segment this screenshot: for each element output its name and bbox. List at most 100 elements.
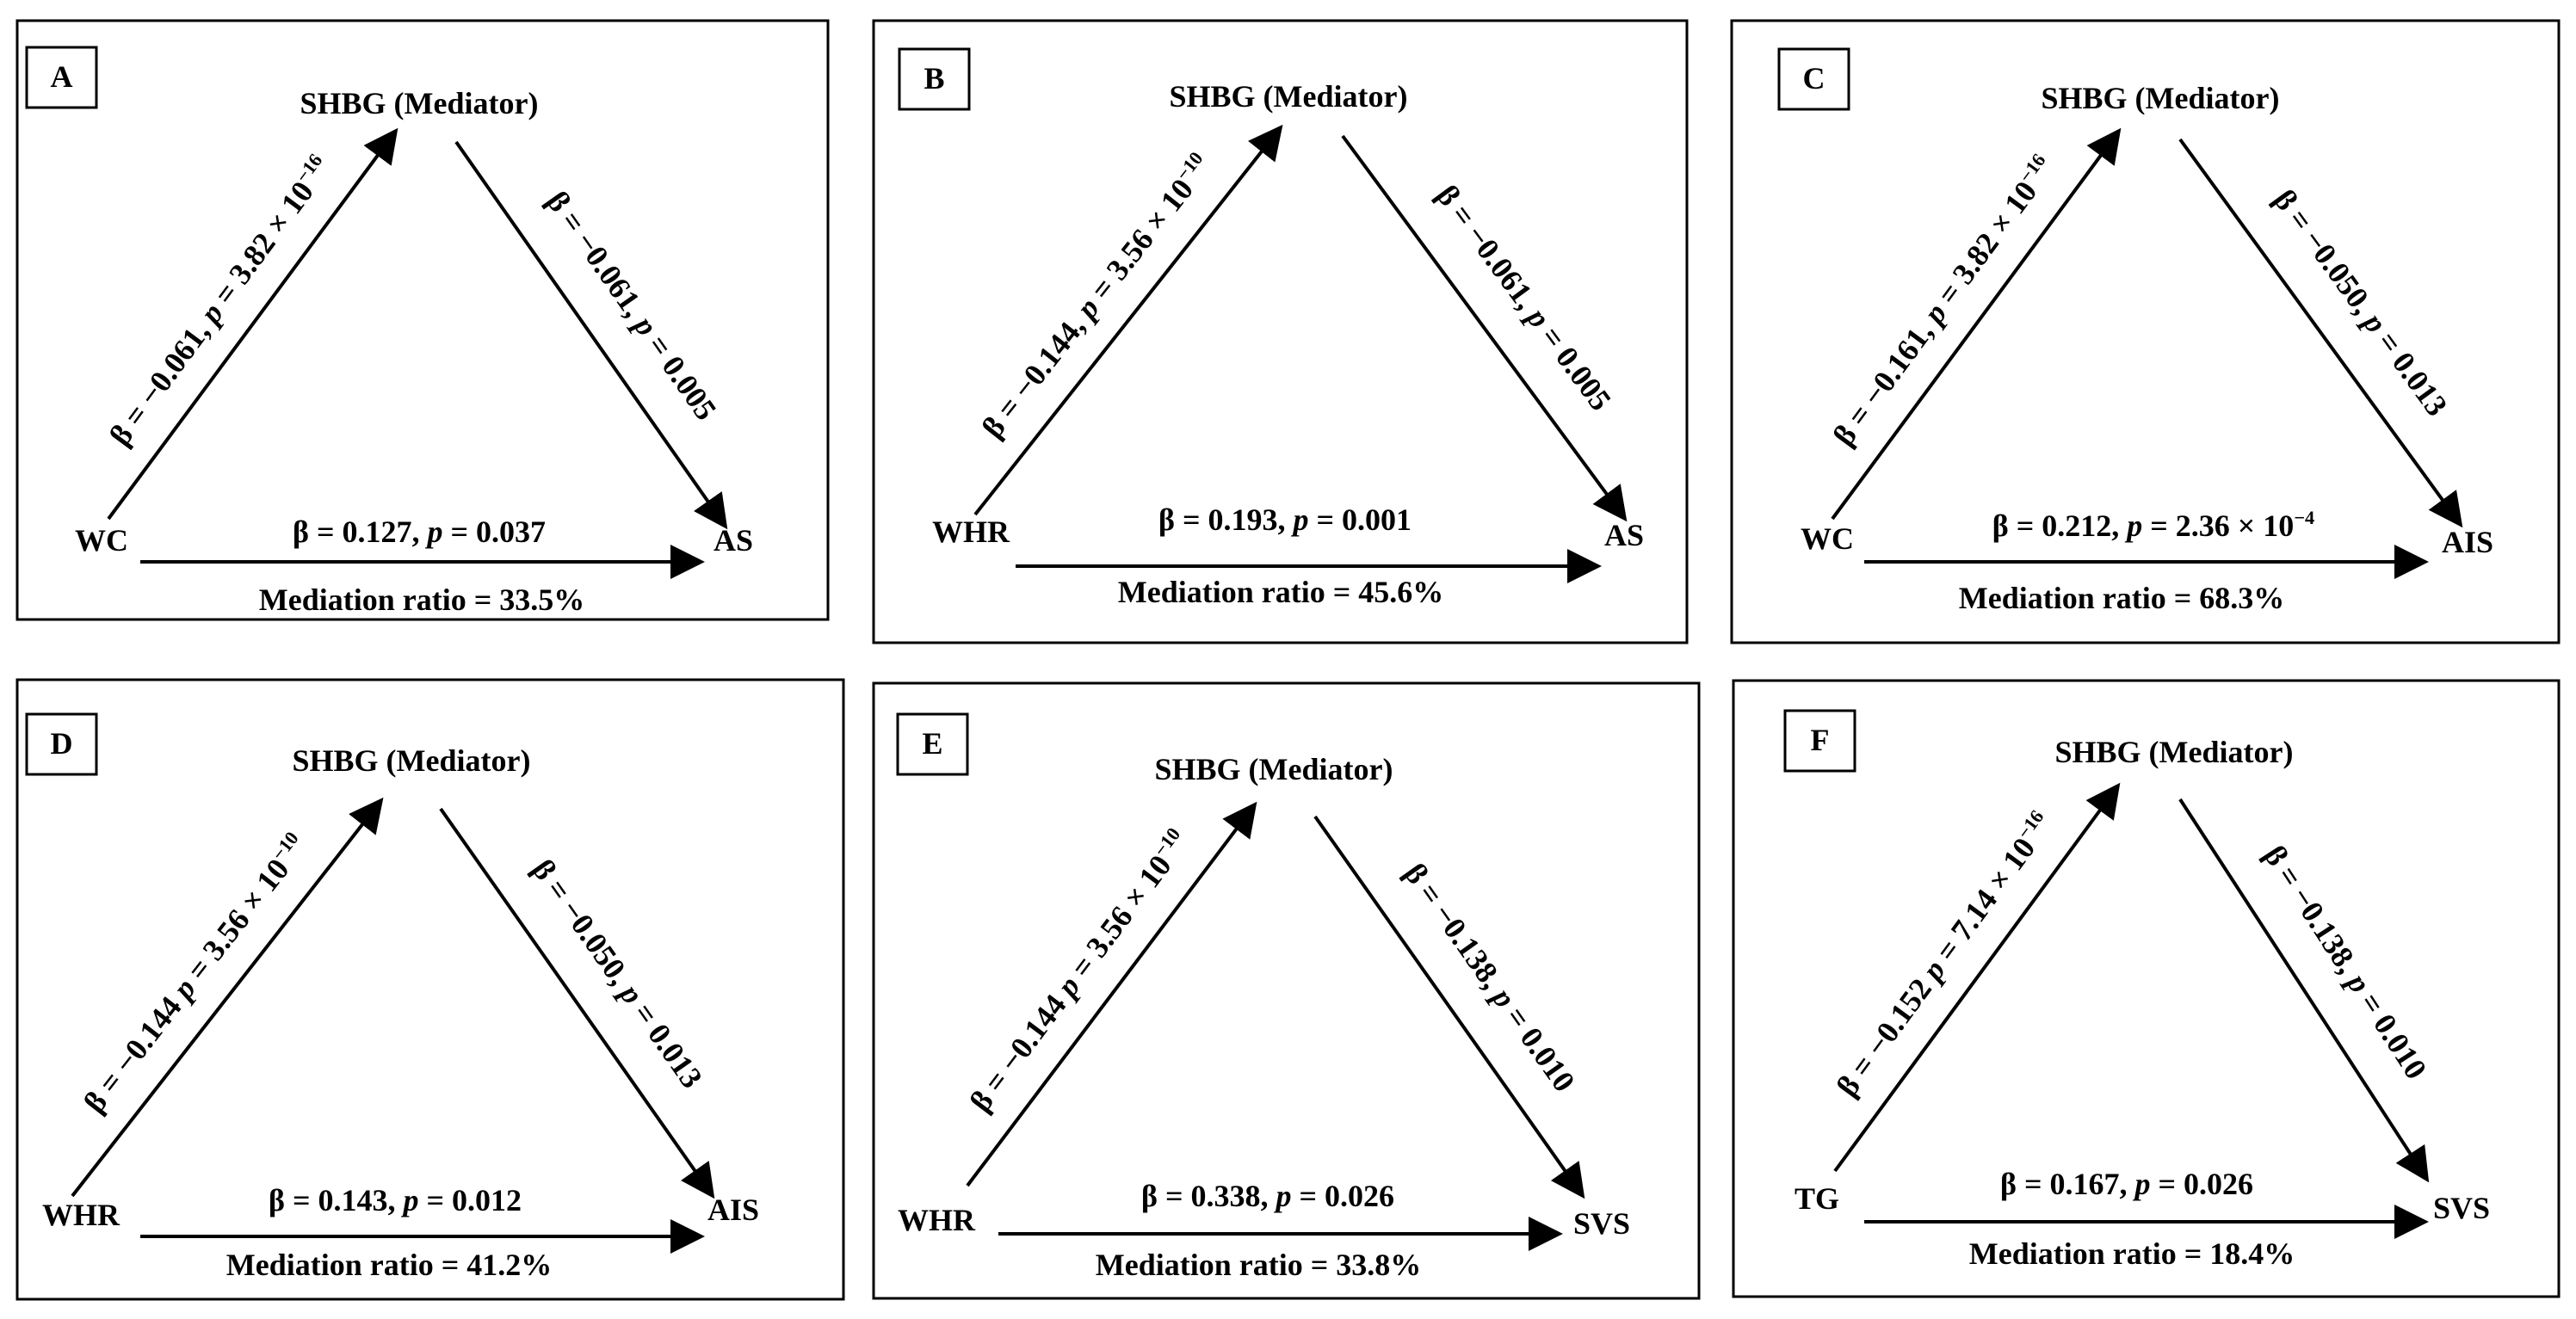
p-value: = 3.56 × 10: [1079, 172, 1200, 312]
mediator-label: SHBG (Mediator): [1155, 752, 1393, 786]
beta-value: β = −0.050,: [2267, 183, 2384, 327]
panel-border: [872, 19, 1689, 644]
panel-letter: B: [924, 61, 944, 96]
outcome-label: AS: [1604, 518, 1644, 552]
panel-letter-box: [25, 46, 98, 109]
panel-letter-box: [1783, 709, 1856, 773]
p-symbol: p: [1273, 1179, 1291, 1213]
beta-value: β = −0.144: [77, 983, 193, 1119]
beta-value: β = 0.167,: [2000, 1167, 2134, 1201]
p-symbol: p: [400, 1183, 418, 1217]
beta-value: β = −0.061,: [102, 309, 220, 452]
p-symbol: p: [1290, 502, 1308, 537]
mediation-ratio: Mediation ratio = 45.6%: [1118, 575, 1443, 609]
beta-value: β = −0.050,: [526, 853, 641, 997]
panel-letter-box: [898, 47, 971, 111]
beta-value: β = −0.138,: [1398, 857, 1514, 1002]
mediation-ratio: Mediation ratio = 33.5%: [259, 582, 584, 617]
exposure-to-mediator-arrow: [107, 127, 398, 521]
p-value: = 0.005: [1529, 314, 1618, 417]
mediator-to-outcome-arrow: [2178, 798, 2430, 1183]
panel-border: [15, 678, 845, 1301]
p-value: = 0.026: [1291, 1179, 1394, 1213]
mediator-label: SHBG (Mediator): [300, 86, 539, 120]
mediation-ratio: Mediation ratio = 18.4%: [1969, 1236, 2295, 1271]
beta-value: β = 0.143,: [269, 1183, 403, 1217]
direct-path-label: β = 0.193, p = 0.001: [1158, 502, 1412, 537]
panel-b: B SHBG (Mediator) WHR AS β = −0.144, p = 3.5…: [872, 19, 1689, 644]
p-value: = 0.010: [1494, 994, 1582, 1098]
p-value: = 3.56 × 10: [1059, 848, 1178, 990]
outcome-label: AS: [713, 523, 753, 558]
p-value: = 2.36 × 10: [2142, 508, 2294, 543]
panel-border: [872, 681, 1701, 1300]
p-value: = 7.14 × 10: [1924, 831, 2042, 974]
direct-path-label: β = 0.127, p = 0.037: [293, 515, 546, 549]
panel-letter-box: [25, 712, 98, 776]
panel-d: D SHBG (Mediator) WHR AIS β = −0.144 p = 3.5…: [15, 678, 845, 1301]
panel-letter: A: [51, 59, 73, 94]
beta-value: β = −0.138,: [2258, 840, 2369, 986]
panel-f: F SHBG (Mediator) TG SVS β = −0.152 p = 7.14…: [1732, 679, 2561, 1298]
mediation-ratio: Mediation ratio = 68.3%: [1959, 581, 2284, 615]
mediator-label: SHBG (Mediator): [293, 743, 531, 778]
panel-letter-box: [1777, 47, 1850, 111]
panel-letter: F: [1811, 723, 1830, 757]
exposure-label: TG: [1795, 1181, 1839, 1216]
exposure-mediator-path-label: β = −0.152 p = 7.14 × 10−16: [1828, 806, 2060, 1103]
p-value: = 0.013: [2366, 319, 2455, 422]
p-value: = 3.56 × 10: [176, 853, 296, 993]
panel-a: A SHBG (Mediator) WC AS β = −0.061, p = 3.82…: [15, 19, 830, 621]
panel-letter-box: [896, 712, 969, 776]
exposure-to-mediator-arrow: [1831, 127, 2122, 521]
outcome-label: AIS: [2442, 525, 2493, 559]
beta-value: β = 0.127,: [293, 515, 427, 549]
direct-path-label: β = 0.167, p = 0.026: [2000, 1167, 2253, 1201]
panel-letter: C: [1803, 61, 1825, 96]
exposure-label: WHR: [42, 1198, 120, 1232]
exposure-mediator-path-label: β = −0.161, p = 3.82 × 10−16: [1825, 150, 2061, 453]
p-value: = 0.037: [442, 515, 546, 549]
beta-value: β = −0.161,: [1826, 309, 1944, 452]
exposure-mediator-path-label: β = −0.144, p = 3.56 × 10−10: [973, 147, 1218, 444]
beta-value: β = 0.193,: [1158, 502, 1293, 537]
beta-value: β = 0.212,: [1992, 508, 2127, 543]
p-exponent: −4: [2294, 507, 2314, 528]
outcome-label: SVS: [2433, 1191, 2490, 1225]
mediator-to-outcome-arrow: [2178, 138, 2463, 528]
exposure-mediator-path-label: β = −0.061, p = 3.82 × 10−16: [102, 150, 338, 452]
exposure-to-mediator-arrow: [71, 797, 384, 1198]
panel-letter: D: [51, 726, 73, 761]
mediator-to-outcome-arrow: [1313, 815, 1585, 1199]
direct-path-label: β = 0.338, p = 0.026: [1141, 1179, 1394, 1213]
direct-path-label: β = 0.143, p = 0.012: [269, 1183, 522, 1217]
exposure-label: WHR: [932, 515, 1010, 549]
outcome-label: SVS: [1573, 1206, 1630, 1241]
exposure-label: WC: [75, 523, 128, 558]
mediator-label: SHBG (Mediator): [2055, 735, 2294, 769]
mediator-outcome-path-label: β = −0.138, p = 0.010: [2258, 840, 2434, 1086]
p-symbol: p: [2132, 1167, 2150, 1201]
panel-border: [15, 19, 830, 621]
mediator-to-outcome-arrow: [439, 807, 715, 1199]
panel-border: [1730, 19, 2561, 644]
p-value: = 0.012: [418, 1183, 522, 1217]
p-value: = 0.005: [636, 323, 723, 427]
p-value: = 3.82 × 10: [1926, 175, 2044, 317]
exposure-to-mediator-arrow: [973, 124, 1283, 516]
panel-border: [1732, 679, 2561, 1298]
p-symbol: p: [2124, 508, 2142, 543]
mediation-ratio: Mediation ratio = 33.8%: [1096, 1248, 1421, 1282]
p-value: = 0.001: [1308, 502, 1412, 537]
outcome-label: AIS: [707, 1193, 759, 1227]
p-value: = 0.013: [622, 990, 709, 1094]
beta-value: β = −0.144,: [975, 304, 1096, 445]
mediator-label: SHBG (Mediator): [1170, 79, 1408, 114]
exposure-label: WC: [1801, 521, 1854, 556]
beta-value: β = 0.338,: [1141, 1179, 1276, 1213]
exposure-to-mediator-arrow: [1833, 782, 2121, 1173]
panel-letter: E: [922, 726, 942, 761]
